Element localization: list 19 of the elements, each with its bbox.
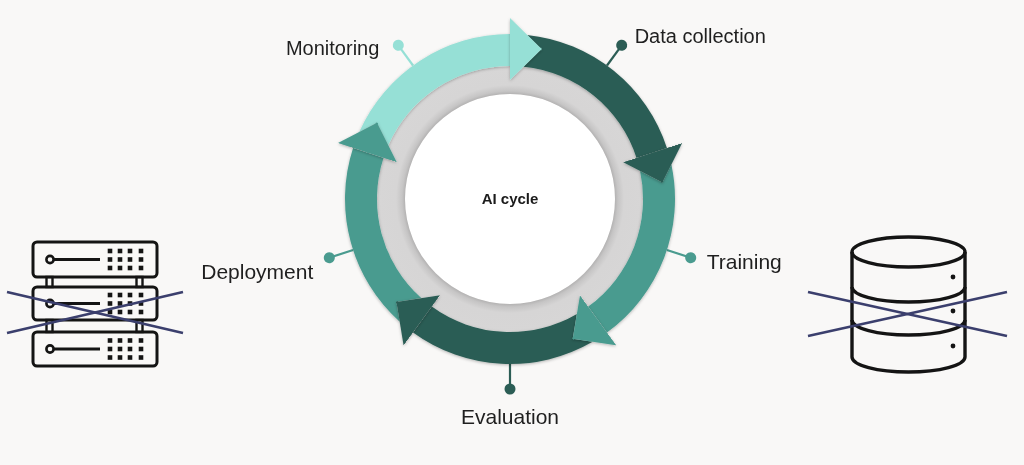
ring-segment [345, 148, 422, 322]
arrowhead [395, 295, 441, 346]
arrowhead [337, 122, 397, 163]
arrowhead [623, 143, 683, 183]
step-label: Data collection [621, 24, 766, 49]
arrowhead [572, 295, 617, 346]
leader-line [606, 39, 628, 67]
leader-line [392, 39, 414, 67]
leader-line [504, 364, 516, 395]
ring-segment [588, 164, 675, 333]
leader-line [666, 248, 697, 264]
step-label: Monitoring [285, 36, 399, 60]
leader-line [323, 248, 354, 264]
step-label: Evaluation [460, 389, 560, 429]
hub-title: AI cycle [481, 190, 539, 208]
step-label: Deployment [201, 254, 330, 285]
arrowhead [510, 18, 542, 80]
step-label: Training [690, 248, 782, 274]
ring-segment [413, 306, 593, 364]
